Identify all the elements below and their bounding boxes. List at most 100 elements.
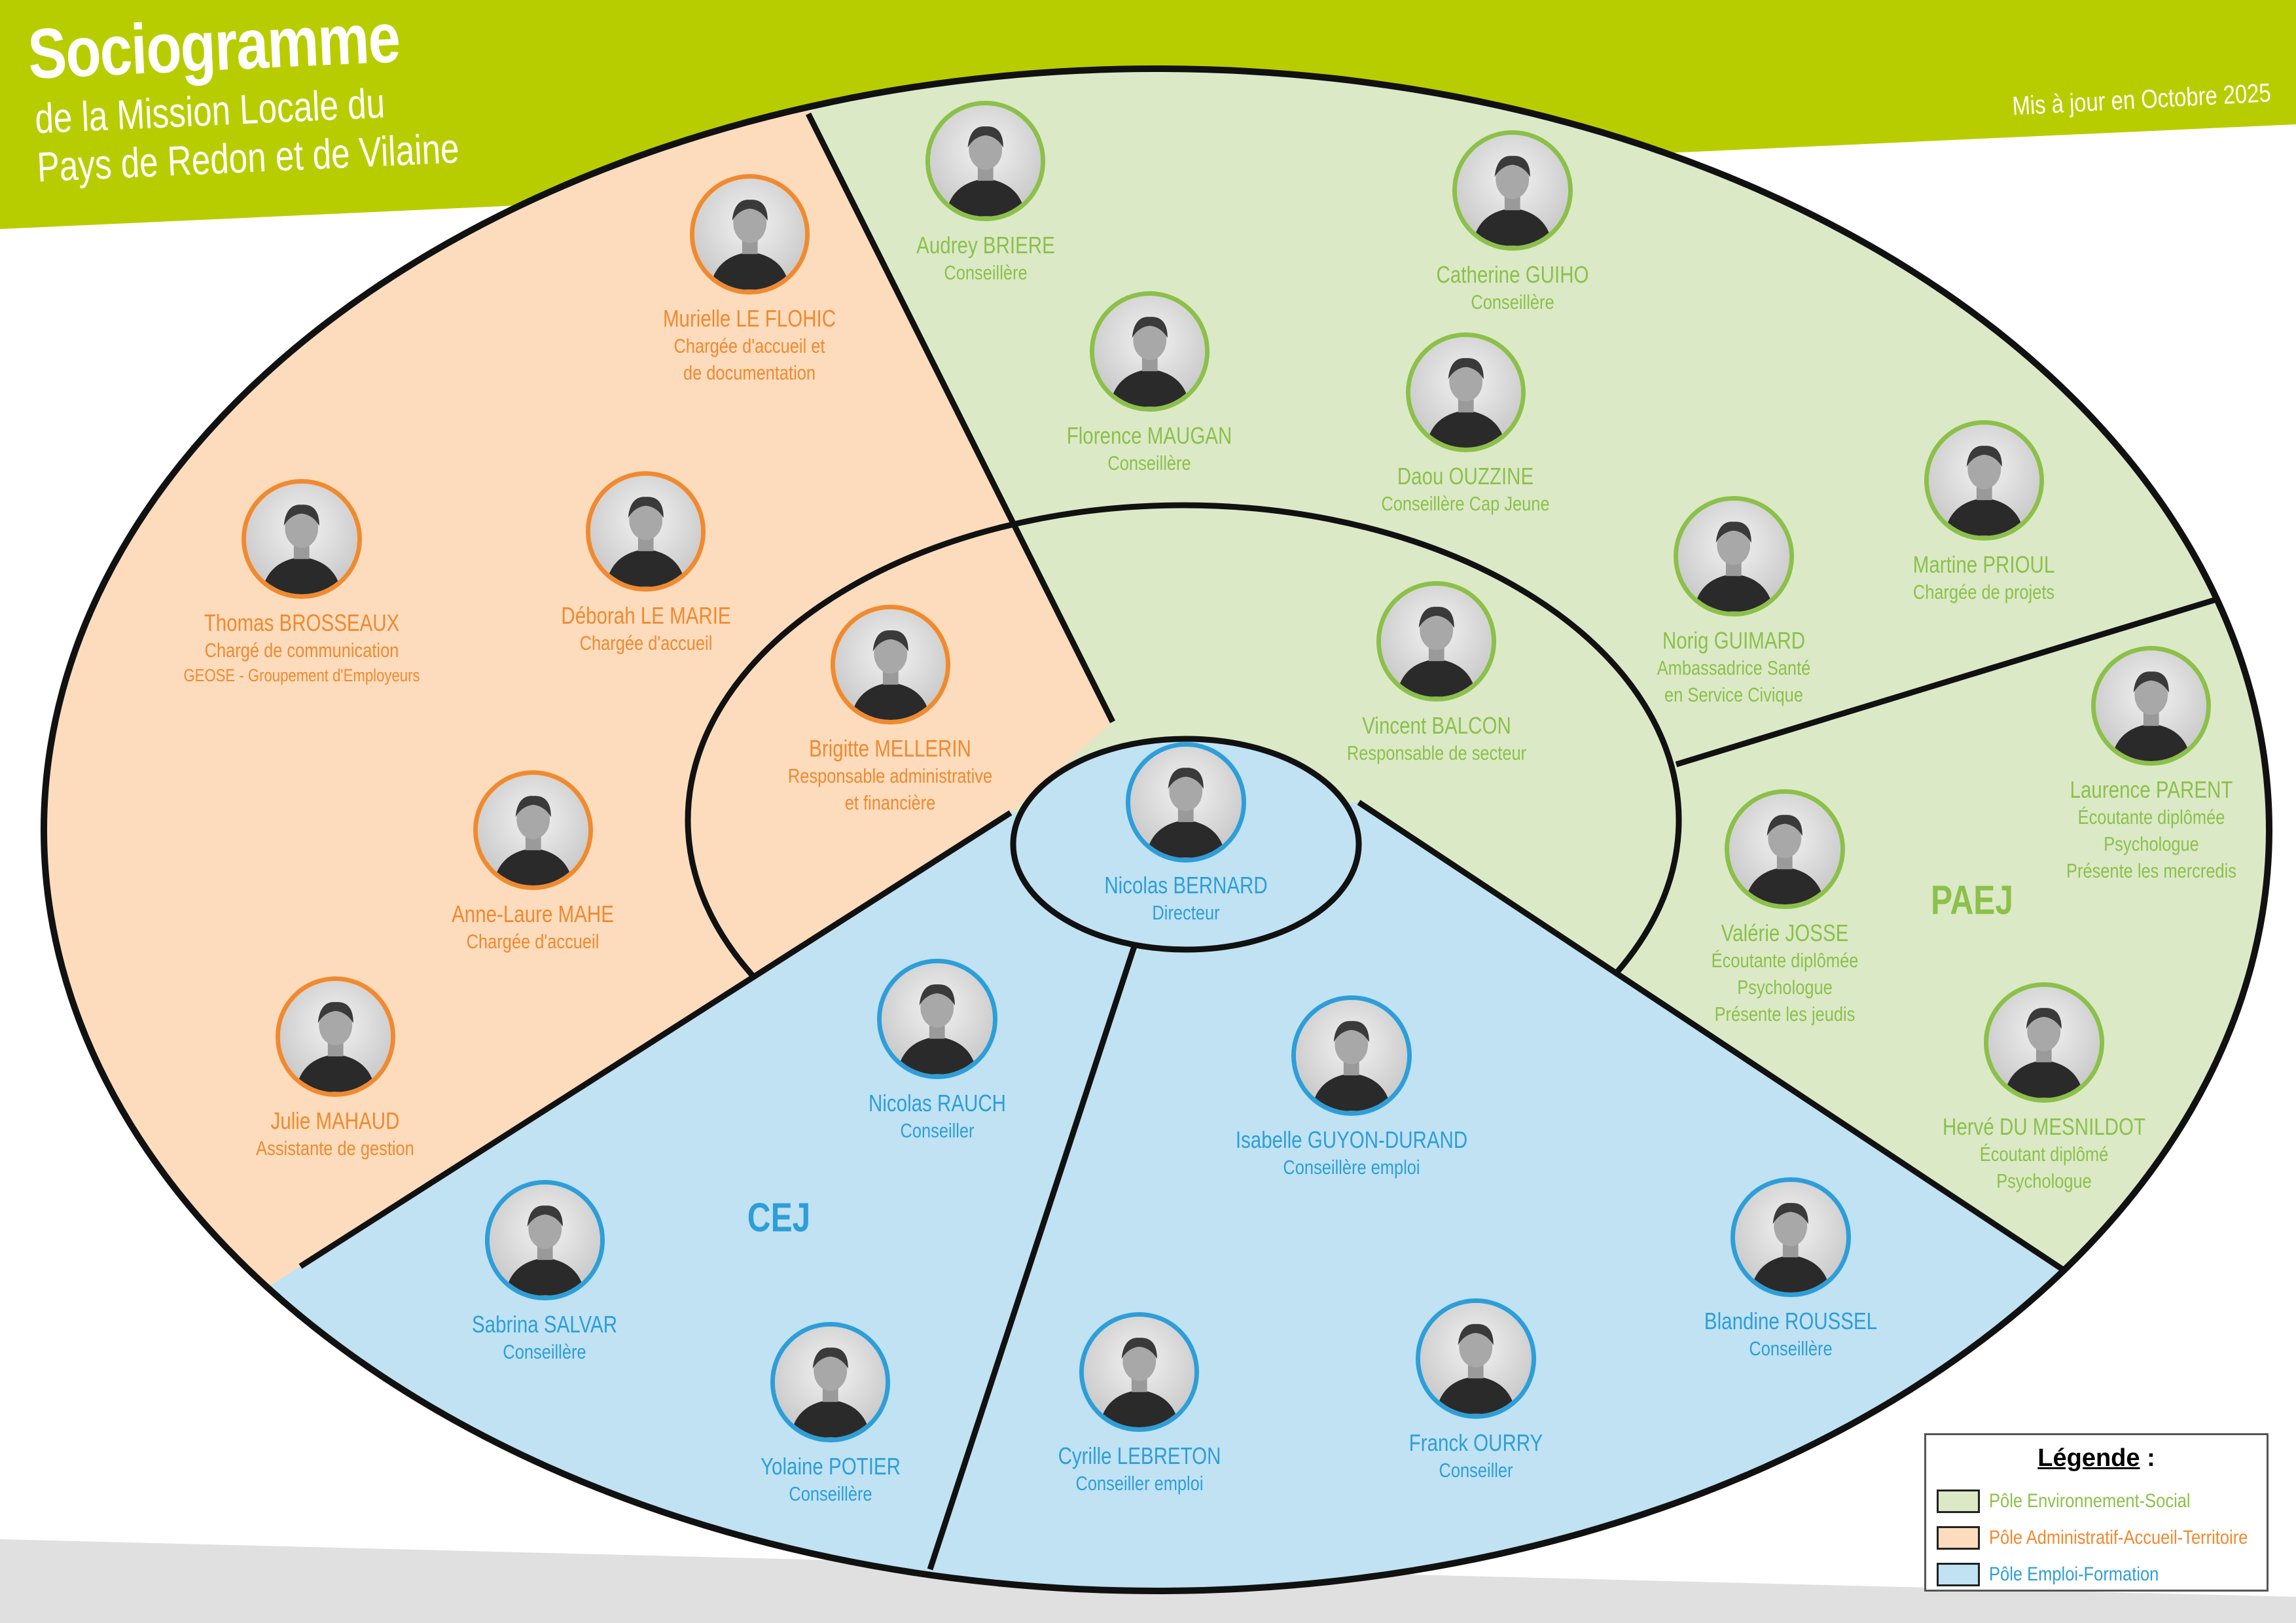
person-name: Cyrille LEBRETON [1058,1442,1221,1470]
person-photo [484,1180,605,1300]
person-role: Conseillère Cap Jeune [1381,492,1551,516]
person-photo [1674,496,1794,616]
person-role: Conseillère [944,260,1028,284]
divider-line [927,943,1138,1571]
person-silhouette-icon [477,774,589,886]
person-photo [689,174,810,294]
person-name: Sabrina SALVAR [472,1310,618,1338]
person-silhouette-icon [2095,650,2207,762]
person-photo [1416,1298,1536,1419]
header-title-block: Sociogramme de la Mission Locale du Pays… [26,0,565,192]
legend-swatch-blue [1937,1563,1980,1586]
person-silhouette-icon [1729,793,1840,905]
person-role: Écoutant diplômé [1979,1142,2109,1166]
person-role: Conseiller [1439,1458,1513,1482]
person-silhouette-icon [1094,296,1205,407]
person-name: Nicolas BERNARD [1104,871,1268,899]
person-role: Conseiller emploi [1075,1472,1204,1495]
person-photo [2090,645,2212,766]
person-role: Conseillère [1471,290,1554,313]
person-role: Directeur [1152,901,1220,924]
person-role: Présente les mercredis [2066,859,2236,883]
person-silhouette-icon [489,1185,600,1296]
divider-line [1675,597,2215,768]
person-name: Norig GUIMARD [1662,626,1805,654]
pole-emploi-formation-area [44,802,2269,1591]
person-role: Psychologue [1996,1169,2092,1192]
person-role: Présente les jeudis [1714,1003,1856,1026]
group-label-cej: CEJ [747,1195,811,1241]
person-role: Chargé de communication [204,639,399,662]
person-photo [1725,789,1845,910]
person-photo [1126,742,1246,863]
person-name: Daou OUZZINE [1397,463,1534,490]
person-role: Psychologue [1737,976,1833,999]
legend-title-suffix: : [2140,1444,2155,1472]
person-role: Assistante de gestion [256,1136,415,1160]
person-role: Écoutante diplômée [2077,806,2225,829]
person-photo [770,1322,891,1442]
person-role: Chargée de projets [1913,580,2055,603]
person-role: Chargée d'accueil [466,930,600,954]
person-role: Écoutante diplômée [1711,949,1859,972]
person-name: Vincent BALCON [1361,711,1511,739]
person-silhouette-icon [590,476,702,587]
person-silhouette-icon [694,179,806,290]
person-name: Franck OURRY [1408,1429,1543,1456]
pole-administratif-area [44,69,1113,1458]
person-silhouette-icon [1678,501,1789,612]
person-name: Thomas BROSSEAUX [204,609,400,637]
person-silhouette-icon [1420,1303,1532,1414]
divider-line [805,112,1116,724]
legend-label: Pôle Emploi-Formation [1989,1563,2159,1585]
legend-label: Pôle Administratif-Accueil-Territoire [1989,1527,2248,1548]
person-role: Ambassadrice Santé [1657,656,1811,679]
person-photo [1984,982,2104,1103]
person-name: Nicolas RAUCH [868,1089,1006,1116]
person-role: Conseillère [1107,451,1191,474]
person-photo [1405,332,1526,453]
person-name: Déborah LE MARIE [561,601,731,629]
person-silhouette-icon [1928,425,2040,536]
person-role: et financière [844,791,936,815]
person-silhouette-icon [834,609,946,721]
outer-ellipse [41,65,2272,1594]
person-silhouette-icon [929,105,1041,217]
person-name: Julie MAHAUD [270,1107,400,1134]
person-silhouette-icon [1988,987,2100,1098]
person-silhouette-icon [882,963,993,1075]
person-photo [242,478,362,599]
person-role: Conseiller [900,1118,975,1142]
person-photo [925,101,1046,221]
person-silhouette-icon [1296,1000,1407,1111]
person-role: Psychologue [2103,832,2199,856]
group-label-paej: PAEJ [1931,878,2013,923]
person-role: Responsable de secteur [1346,741,1526,764]
divider-line [298,810,1013,1269]
person-photo [1731,1177,1851,1298]
person-photo [1079,1311,1200,1433]
person-photo [473,770,594,891]
legend-title-text: Légende [2037,1444,2140,1472]
person-silhouette-icon [1410,336,1522,448]
divider-line [1357,800,2067,1274]
person-name: Catherine GUIHO [1436,260,1589,288]
person-photo [1291,995,1412,1116]
legend-swatch-orange [1937,1526,1980,1550]
legend-swatch-green [1937,1489,1980,1513]
